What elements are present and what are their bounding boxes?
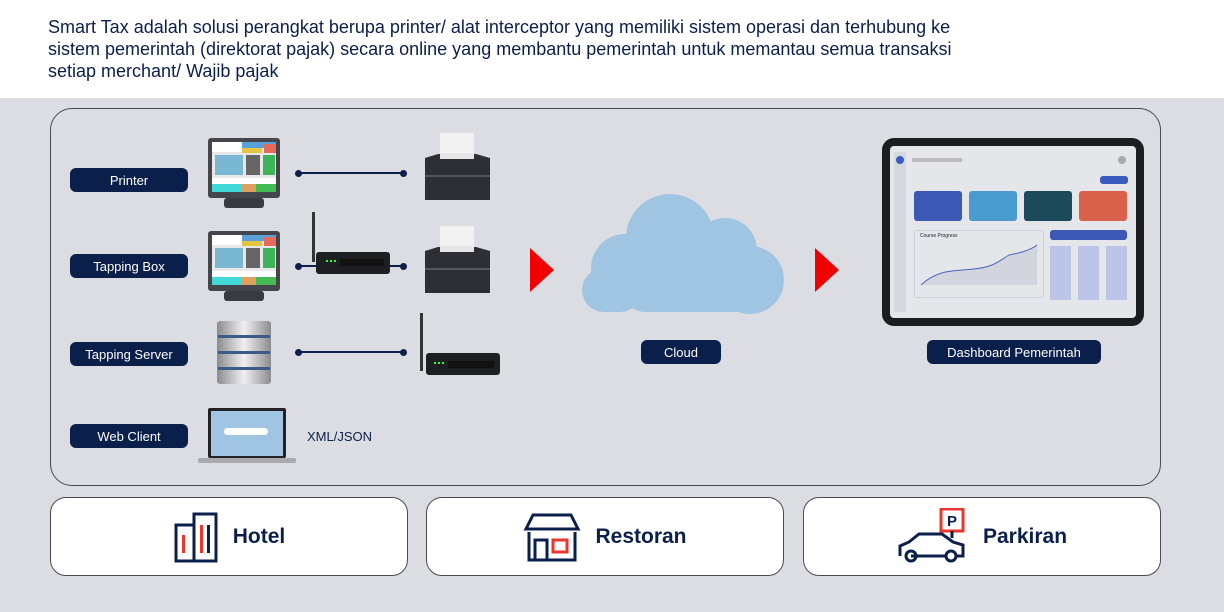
cloud-icon: [582, 194, 784, 314]
server-icon: [217, 321, 271, 384]
quick-action-grid: [1050, 246, 1127, 300]
parking-car-icon: P: [898, 507, 965, 562]
laptop-icon: [198, 408, 296, 463]
arrow-right-icon: [530, 248, 554, 292]
svg-text:P: P: [947, 513, 957, 530]
stat-card: [914, 191, 962, 221]
sector-card-parkiran: P Parkiran: [803, 497, 1161, 576]
intro-text: Smart Tax adalah solusi perangkat berupa…: [48, 17, 952, 81]
sector-label: Hotel: [232, 524, 286, 548]
sector-card-restoran: Restoran: [426, 497, 784, 576]
search-bar: [912, 158, 962, 162]
router-icon: [420, 313, 500, 375]
dashboard-label: Dashboard Pemerintah: [927, 340, 1101, 364]
arrow-right-icon: [815, 248, 839, 292]
label-printer: Printer: [70, 168, 188, 192]
dashboard-screen: Course Progress: [890, 146, 1136, 318]
connector-line: [295, 169, 407, 177]
app-logo-icon: [896, 156, 904, 164]
pos-terminal-icon: [208, 231, 280, 301]
receipt-printer-icon: [425, 133, 490, 200]
store-icon: [524, 513, 581, 561]
router-icon: [312, 212, 390, 274]
label-tapping-box: Tapping Box: [70, 254, 188, 278]
architecture-panel: [50, 108, 1161, 486]
sector-label: Restoran: [595, 524, 687, 548]
connector-line: [295, 348, 407, 356]
tablet-device: Course Progress: [882, 138, 1144, 326]
header: [0, 0, 1224, 98]
stat-card: [1024, 191, 1072, 221]
receipt-printer-icon: [425, 226, 490, 293]
hotel-icon: [174, 512, 218, 562]
top-button: [1100, 176, 1128, 184]
format-label: XML/JSON: [307, 429, 373, 444]
cta-button: [1050, 230, 1127, 240]
label-tapping-server: Tapping Server: [70, 342, 188, 366]
sector-card-hotel: Hotel: [50, 497, 408, 576]
pos-terminal-icon: [208, 138, 280, 208]
stat-card: [969, 191, 1017, 221]
chart-title: Course Progress: [920, 233, 958, 239]
avatar: [1118, 156, 1126, 164]
label-web-client: Web Client: [70, 424, 188, 448]
course-progress-chart: Course Progress: [914, 230, 1044, 298]
stat-card: [1079, 191, 1127, 221]
cloud-label: Cloud: [641, 340, 721, 364]
sector-label: Parkiran: [982, 524, 1068, 548]
